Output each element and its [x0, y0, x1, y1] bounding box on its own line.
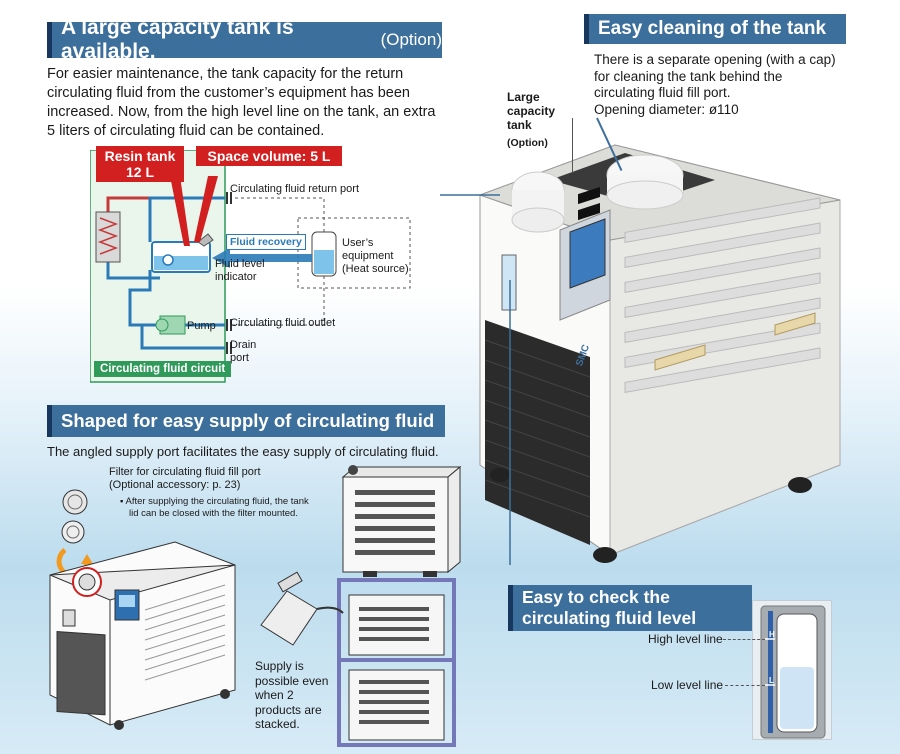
callout-line2: capacity [507, 104, 556, 118]
section3-body: There is a separate opening (with a cap)… [594, 52, 864, 118]
circuit-diagram-graphic [89, 149, 411, 383]
callout-line3: tank [507, 118, 532, 132]
supply-line5: stacked. [255, 717, 300, 731]
section3-line4: Opening diameter: ø110 [594, 101, 739, 117]
supply-line4: products are [255, 702, 322, 717]
high-level-leader [723, 639, 765, 640]
users-equipment-label: User’s equipment (Heat source) [342, 237, 409, 276]
callout-pointer [572, 118, 573, 173]
header-accent [47, 22, 52, 58]
large-tank-callout: Large capacity tank (Option) [507, 90, 555, 150]
filter-line2: (Optional accessory: p. 23) [109, 479, 241, 491]
supply-line2: possible even [255, 673, 329, 688]
filter-label: Filter for circulating fluid fill port (… [109, 466, 261, 492]
low-level-label: Low level line [651, 678, 724, 692]
section3-header: Easy cleaning of the tank [584, 14, 846, 44]
section4-header: Easy to check the circulating fluid leve… [508, 585, 752, 631]
small-chiller-graphic [49, 489, 236, 730]
section3-line3: circulating fluid fill port. [594, 85, 731, 100]
section3-title: Easy cleaning of the tank [598, 18, 827, 39]
high-level-label: High level line [648, 632, 723, 646]
space-volume-label: Space volume: 5 L [196, 146, 342, 166]
header-accent [508, 585, 513, 631]
drain-label: Drain port [230, 339, 256, 365]
space-volume-text: Space volume: 5 L [207, 148, 331, 164]
drain-line2: port [230, 352, 249, 364]
outlet-label: Circulating fluid outlet [230, 317, 336, 329]
fluid-level-line2: indicator [215, 271, 257, 283]
stacked-units-illustration [255, 465, 465, 750]
pump-label: Pump [187, 320, 216, 332]
resin-tank-line2: 12 L [125, 164, 154, 180]
section4-title-line1: Easy to check the [522, 587, 670, 607]
circuit-diagram [89, 149, 450, 390]
level-gauge-panel [752, 600, 832, 740]
drain-line1: Drain [230, 339, 257, 351]
section1-title: A large capacity tank is available. [61, 16, 294, 63]
fluid-canister [260, 571, 344, 646]
section4-title-line2: circulating fluid level [522, 608, 697, 628]
filter-note-line2: lid can be closed with the filter mounte… [129, 507, 298, 519]
gauge-h: H [769, 630, 775, 639]
section1-body: For easier maintenance, the tank capacit… [47, 66, 436, 139]
users-equipment-line1: User’s [342, 237, 374, 249]
fluid-recovery-text: Fluid recovery [230, 236, 302, 248]
users-equipment-line2: equipment [342, 250, 394, 262]
fluid-recovery-label: Fluid recovery [226, 234, 306, 250]
section2-title: Shaped for easy supply of circulating fl… [61, 410, 435, 431]
stacked-units-graphic [260, 465, 462, 747]
resin-tank-label: Resin tank 12 L [96, 146, 184, 182]
section3-line1: There is a separate opening (with a cap) [594, 52, 836, 67]
section1-header: A large capacity tank is available. (Opt… [47, 16, 442, 63]
callout-line1: Large [507, 90, 540, 104]
users-equipment-line3: (Heat source) [342, 263, 409, 275]
section2-body: The angled supply port facilitates the e… [47, 444, 439, 459]
low-level-leader [725, 685, 765, 686]
section3-line2: for cleaning the tank behind the [594, 68, 783, 84]
section2-header: Shaped for easy supply of circulating fl… [47, 405, 445, 437]
filter-note: ▪ After supplying the circulating fluid,… [120, 496, 330, 519]
header-accent [47, 405, 52, 437]
circuit-label-text: Circulating fluid circuit [100, 363, 226, 375]
callout-line4: (Option) [507, 137, 548, 149]
main-chiller-illustration [440, 135, 860, 585]
upper-unit [341, 465, 462, 577]
filter-line1: Filter for circulating fluid fill port [109, 466, 261, 478]
section1-title-option: (Option) [380, 30, 442, 49]
filter-note-line1: ▪ After supplying the circulating fluid,… [120, 496, 309, 507]
gauge-l: L [769, 676, 774, 685]
small-chiller-illustration [35, 480, 250, 750]
resin-tank-line1: Resin tank [104, 148, 176, 164]
stack-frame [337, 578, 456, 747]
circuit-label: Circulating fluid circuit [94, 361, 232, 377]
supply-line3: when 2 [255, 688, 294, 702]
level-gauge-graphic [760, 605, 826, 739]
filter-note-text1: After supplying the circulating fluid, t… [125, 496, 309, 507]
fluid-level-line1: Fluid level [215, 258, 265, 270]
lower-units [348, 594, 445, 741]
fluid-level-label: Fluid level indicator [215, 258, 265, 284]
supply-text: Supply is possible even when 2 products … [255, 659, 328, 732]
supply-line1: Supply is [255, 659, 304, 673]
header-accent [584, 14, 589, 44]
return-port-label: Circulating fluid return port [230, 183, 360, 195]
main-chiller-graphic [440, 144, 841, 585]
